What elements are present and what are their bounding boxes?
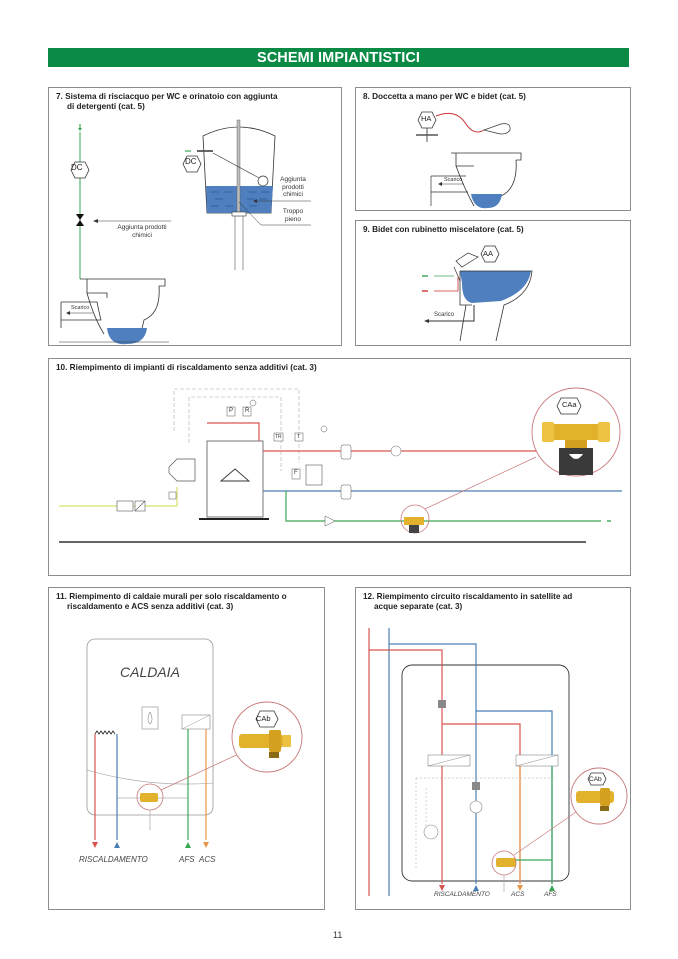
caa-valve-small (404, 517, 424, 525)
panel-11-diagram (86, 638, 303, 848)
pump-icon (390, 445, 402, 457)
label-acs: ACS (511, 891, 525, 898)
burner-icon (168, 458, 196, 482)
bidet-bowl (459, 270, 533, 342)
panel-12-title-line1: 12. Riempimento circuito riscaldamento i… (363, 592, 573, 601)
flame-triangle-icon (219, 468, 251, 482)
boiler (206, 440, 264, 518)
cab-hexagon-icon (255, 710, 279, 728)
panel-12-satellite: 12. Riempimento circuito riscaldamento i… (355, 587, 631, 910)
dc-hexagon-icon (70, 161, 90, 179)
bidet-water (460, 271, 531, 303)
panel-11-title-line2: riscaldamento e ACS senza additivi (cat.… (67, 602, 234, 611)
panel-7-title: 7. Sistema di risciacquo per WC e orinat… (56, 92, 278, 112)
instrument-label-p: P (229, 408, 234, 414)
boiler-label: CALDAIA (120, 664, 180, 680)
mixer-tap-icon (453, 252, 479, 282)
fill-pipe (285, 491, 601, 522)
panel-10-diagram (59, 387, 622, 543)
aa-badge: AA (483, 249, 494, 258)
cab-valve-small (496, 858, 516, 867)
hot-pipe (207, 422, 260, 441)
float-ball (257, 175, 269, 187)
panel-9-diagram (422, 245, 533, 342)
wc-bowl (80, 278, 166, 335)
expansion-vessel-icon (305, 464, 323, 486)
satellite-unit (401, 664, 570, 882)
filter-icon (116, 500, 134, 512)
panel-12-diagram (368, 628, 628, 896)
cab-badge: CAb (589, 776, 602, 783)
label-afs: AFS (179, 855, 195, 864)
radiator-coil-icon (94, 730, 116, 735)
cab-hexagon-icon (587, 772, 607, 786)
page-title-banner: SCHEMI IMPIANTISTICI (48, 48, 629, 67)
panel-9-bidet: 9. Bidet con rubinetto miscelatore (cat.… (355, 220, 631, 346)
instrument-label-f: F (294, 470, 298, 476)
water-fill (471, 194, 502, 209)
arrow-left-icon (424, 319, 429, 323)
panel-10-heating-fill: 10. Riempimento di impianti di riscaldam… (48, 358, 631, 576)
panel-7-title-line1: 7. Sistema di risciacquo per WC e orinat… (56, 92, 278, 101)
label-drain: Scarico (434, 312, 455, 318)
panel-8-hand-shower: 8. Doccetta a mano per WC e bidet (cat. … (355, 87, 631, 211)
dc-badge-right: DC (185, 157, 197, 166)
meter-icon (423, 824, 439, 840)
instrument-label-tr: TR (275, 434, 282, 440)
water-fill (107, 328, 147, 345)
pump-icon (469, 800, 483, 814)
label-drain: Scarico (71, 305, 90, 311)
panel-12-title: 12. Riempimento circuito riscaldamento i… (363, 592, 572, 612)
flame-icon (141, 706, 159, 730)
ha-hexagon-icon (417, 111, 437, 129)
label-riscaldamento: RISCALDAMENTO (434, 891, 490, 898)
arrow-left-icon (93, 219, 98, 223)
gauge-icon (249, 399, 257, 407)
label-drain: Scarico (444, 177, 463, 183)
wc-bowl (451, 152, 522, 207)
panel-8-title: 8. Doccetta a mano per WC e bidet (cat. … (363, 92, 526, 101)
gauge-icon (320, 425, 328, 433)
caa-badge: CAa (562, 400, 577, 409)
panel-12-title-line2: acque separate (cat. 3) (374, 602, 463, 611)
cab-badge: CAb (256, 714, 271, 723)
valve-icon (76, 214, 84, 220)
ha-badge: HA (421, 114, 432, 123)
dc-hexagon-icon (182, 155, 202, 173)
panel-9-title: 9. Bidet con rubinetto miscelatore (cat.… (363, 225, 524, 234)
aa-hexagon-icon (480, 245, 500, 263)
panel-11-title: 11. Riempimento di caldaie murali per so… (56, 592, 287, 612)
panel-7-title-line2: di detergenti (cat. 5) (67, 102, 145, 111)
caa-disconnector-icon (544, 424, 608, 440)
caa-hexagon-icon (556, 397, 582, 415)
label-riscaldamento: RISCALDAMENTO (79, 855, 148, 864)
panel-11-wall-boiler: 11. Riempimento di caldaie murali per so… (48, 587, 325, 910)
panel-7-diagram (59, 119, 311, 345)
dc-badge-left: DC (71, 163, 83, 172)
label-afs: AFS (544, 891, 557, 898)
shower-head-icon (482, 123, 511, 135)
air-separator-icon (340, 444, 352, 460)
instrument-label-t: T (297, 434, 301, 440)
panel-10-title: 10. Riempimento di impianti di riscaldam… (56, 363, 317, 372)
page-number: 11 (333, 930, 343, 940)
panel-8-diagram (416, 111, 522, 209)
label-acs: ACS (199, 855, 216, 864)
panel-11-title-line1: 11. Riempimento di caldaie murali per so… (56, 592, 287, 601)
instrument-label-r: R (245, 408, 250, 414)
shower-hose (435, 112, 485, 133)
overflow-pipe (236, 119, 241, 217)
panel-7-wc-flush: 7. Sistema di risciacquo per WC e orinat… (48, 87, 342, 346)
cab-valve-small (140, 793, 158, 802)
flow-arrow-icon (78, 128, 82, 131)
